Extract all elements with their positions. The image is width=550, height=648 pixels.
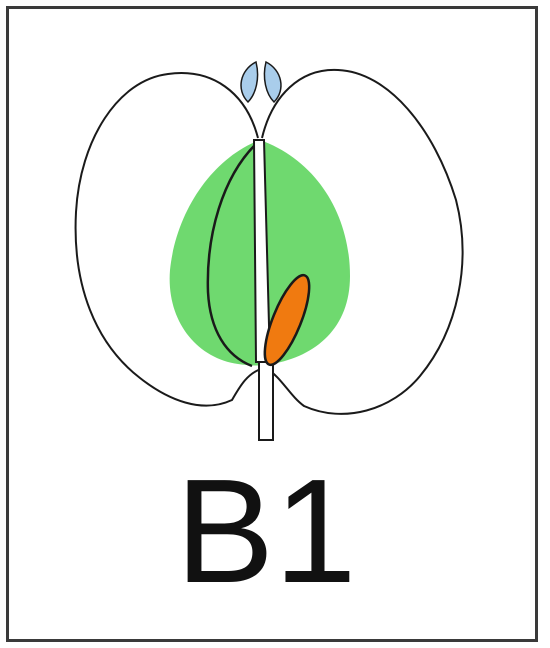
top-leaf-left bbox=[241, 62, 258, 102]
lower-stem bbox=[259, 362, 273, 440]
figure-label: B1 bbox=[175, 449, 356, 614]
top-leaf-right bbox=[264, 62, 281, 102]
